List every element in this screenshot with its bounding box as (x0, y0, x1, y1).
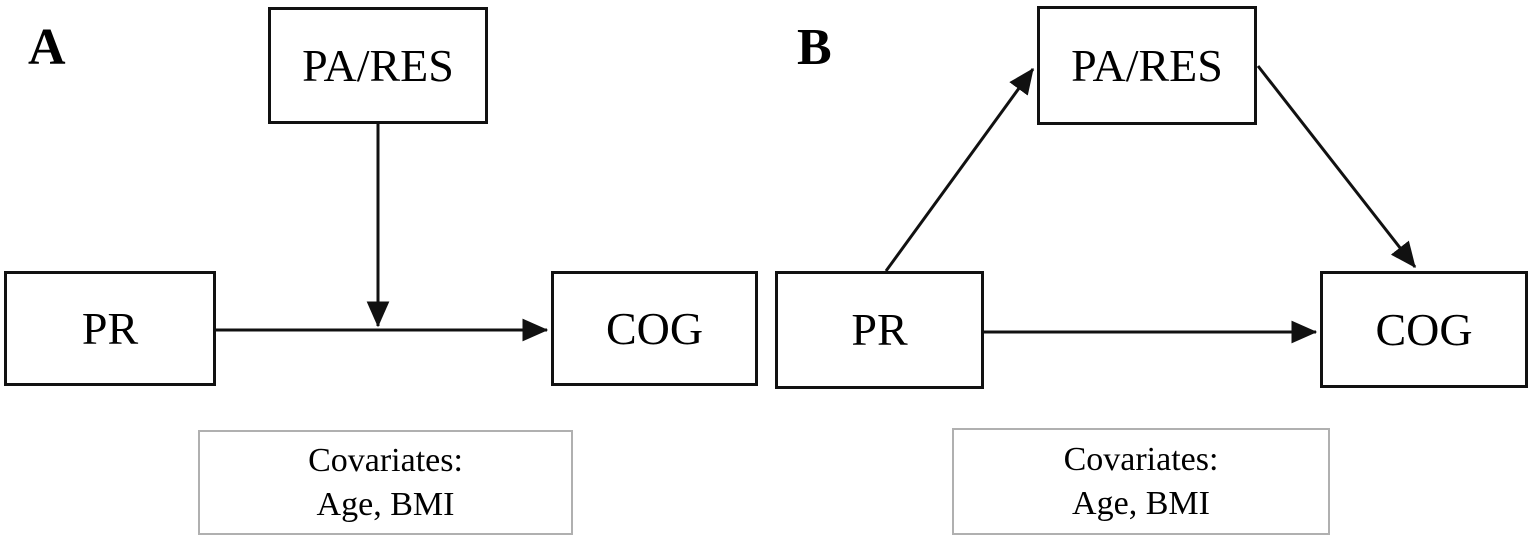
panel-b-covariates-items: Age, BMI (1072, 484, 1210, 522)
panel-b-predictor-label: PR (851, 304, 908, 355)
panel-label-a: A (28, 19, 66, 76)
panel-a-mediator-label: PA/RES (302, 39, 454, 91)
panel-label-b: B (797, 19, 832, 76)
panel-a-node-predictor[interactable]: PR (4, 271, 216, 386)
panel-a-covariates-items: Age, BMI (316, 485, 455, 523)
panel-a-node-mediator[interactable]: PA/RES (268, 7, 488, 124)
panel-a-predictor-label: PR (81, 302, 139, 354)
panel-b-node-outcome[interactable]: COG (1320, 271, 1528, 388)
panel-b-edge-pr-to-mediator (884, 68, 1035, 272)
panel-a-node-outcome[interactable]: COG (551, 271, 758, 386)
panel-b-mediator-label: PA/RES (1071, 39, 1223, 91)
panel-b-edge-mediator-to-cog (1256, 65, 1417, 268)
panel-b-covariates-title: Covariates: (1063, 440, 1219, 478)
panel-a-outcome-label: COG (605, 302, 704, 354)
panel-b-node-mediator[interactable]: PA/RES (1037, 6, 1257, 125)
panel-a-covariates-box: Covariates: Age, BMI (198, 430, 573, 535)
panel-b-covariates-box: Covariates: Age, BMI (952, 428, 1330, 535)
panel-b-outcome-label: COG (1375, 303, 1473, 355)
panel-a-covariates-title: Covariates: (308, 441, 463, 479)
panel-b-node-predictor[interactable]: PR (775, 271, 984, 389)
